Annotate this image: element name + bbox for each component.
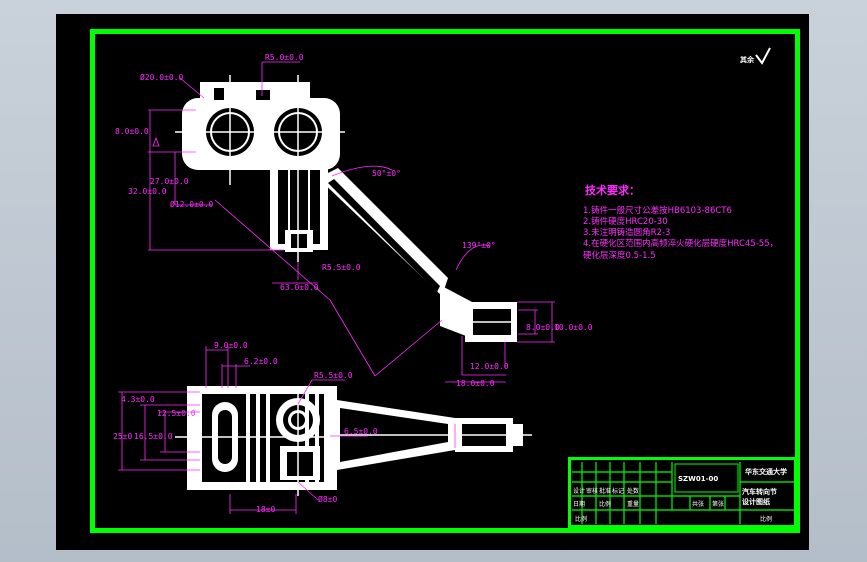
dim-ang139: 139°±0° — [462, 241, 496, 250]
dim-h165: 16.5±0.0 — [134, 432, 173, 441]
tb-cell-3: 标记 — [612, 487, 624, 495]
tb-cell-8: 共张 — [692, 500, 704, 508]
tb-bottom-left: 比例 — [575, 515, 587, 523]
upper-dimension-lines — [148, 61, 555, 383]
dim-h25: 25±0 — [113, 432, 132, 441]
dim-d8: Ø8±0 — [318, 494, 337, 504]
lower-dimensions: 9.0±0.0 6.2±0.0 R5.5±0.0 4.3±0.0 12.5±0.… — [113, 341, 378, 514]
dim-w18: 18.0±0.0 — [456, 379, 495, 388]
title-block: SZW01-00 华东交通大学 汽车转向节 设计图纸 设计 审核 批准 标记 处… — [568, 457, 797, 528]
tech-line-3: 3.未注明铸造圆角R2-3 — [583, 227, 670, 238]
lower-body — [175, 386, 345, 496]
dim-d12: Ø12.0±0.0 — [170, 199, 214, 209]
dim-r55: R5.5±0.0 — [322, 263, 361, 272]
title-part-name: 汽车转向节 — [742, 487, 777, 496]
tb-cell-5: 日期 — [573, 500, 585, 508]
dim-h32: 32.0±0.0 — [128, 187, 167, 196]
tech-line-2: 2.铸件硬度HRC20-30 — [583, 216, 668, 227]
dim-w62: 6.2±0.0 — [244, 357, 278, 366]
upper-view: R5.0±0.0 Ø20.0±0.0 8.0±0.0 32.0±0.0 27.0… — [115, 53, 593, 388]
tb-cell-6: 比例 — [599, 500, 611, 508]
technical-requirements: 技术要求： 1.铸件一般尺寸公差按HB6103-86CT6 2.铸件硬度HRC2… — [583, 183, 778, 261]
tb-cell-2: 批准 — [599, 487, 611, 495]
dim-h27: 27.0±0.0 — [150, 177, 189, 186]
tb-cell-0: 设计 — [573, 487, 585, 495]
dim-ang50: 50°±0° — [372, 169, 401, 178]
title-drawing-no: SZW01-00 — [678, 475, 718, 483]
tb-cell-7: 重量 — [627, 500, 639, 508]
dim-w10: 10.0±0.0 — [554, 323, 593, 332]
tech-title: 技术要求： — [585, 183, 640, 197]
title-part-name-2: 设计图纸 — [742, 497, 770, 506]
lower-view: 9.0±0.0 6.2±0.0 R5.5±0.0 4.3±0.0 12.5±0.… — [113, 341, 532, 514]
dim-w9: 9.0±0.0 — [214, 341, 248, 350]
upper-head — [175, 75, 345, 262]
tb-bottom-right: 比例 — [760, 515, 772, 523]
dim-h43: 4.3±0.0 — [121, 395, 155, 404]
svg-text:其余: 其余 — [740, 55, 755, 64]
tb-cell-4: 处数 — [627, 487, 639, 495]
tb-cell-9: 第张 — [712, 500, 724, 508]
dim-h125: 12.5±0.0 — [157, 409, 196, 418]
dim-d20: Ø20.0±0.0 — [140, 72, 184, 82]
dim-d65: 6.5±0.0 — [344, 427, 378, 436]
tech-line-1: 1.铸件一般尺寸公差按HB6103-86CT6 — [583, 205, 732, 216]
tb-cell-1: 审核 — [586, 487, 598, 495]
tech-line-4: 4.在硬化区范围内高频淬火硬化层硬度HRC45-55， — [583, 238, 778, 249]
roughness-mark: 其余 — [740, 47, 771, 65]
tech-line-5: 硬化层深度0.5-1.5 — [583, 250, 656, 261]
upper-arm — [318, 168, 517, 342]
dim-h8: 8.0±0.0 — [115, 127, 149, 136]
dim-len63: 63.0±0.0 — [280, 283, 319, 292]
dim-r5: R5.0±0.0 — [265, 53, 304, 62]
lower-arm — [337, 400, 532, 470]
drawing-frame — [90, 29, 800, 533]
dim-w8: 8.0±0.0 — [526, 323, 560, 332]
dim-w12: 12.0±0.0 — [470, 362, 509, 371]
dim-w18b: 18±0 — [256, 505, 275, 514]
title-school: 华东交通大学 — [745, 467, 787, 476]
dim-r55b: R5.5±0.0 — [314, 371, 353, 380]
lower-dimension-lines — [118, 346, 456, 514]
upper-dimensions: R5.0±0.0 Ø20.0±0.0 8.0±0.0 32.0±0.0 27.0… — [115, 53, 593, 388]
